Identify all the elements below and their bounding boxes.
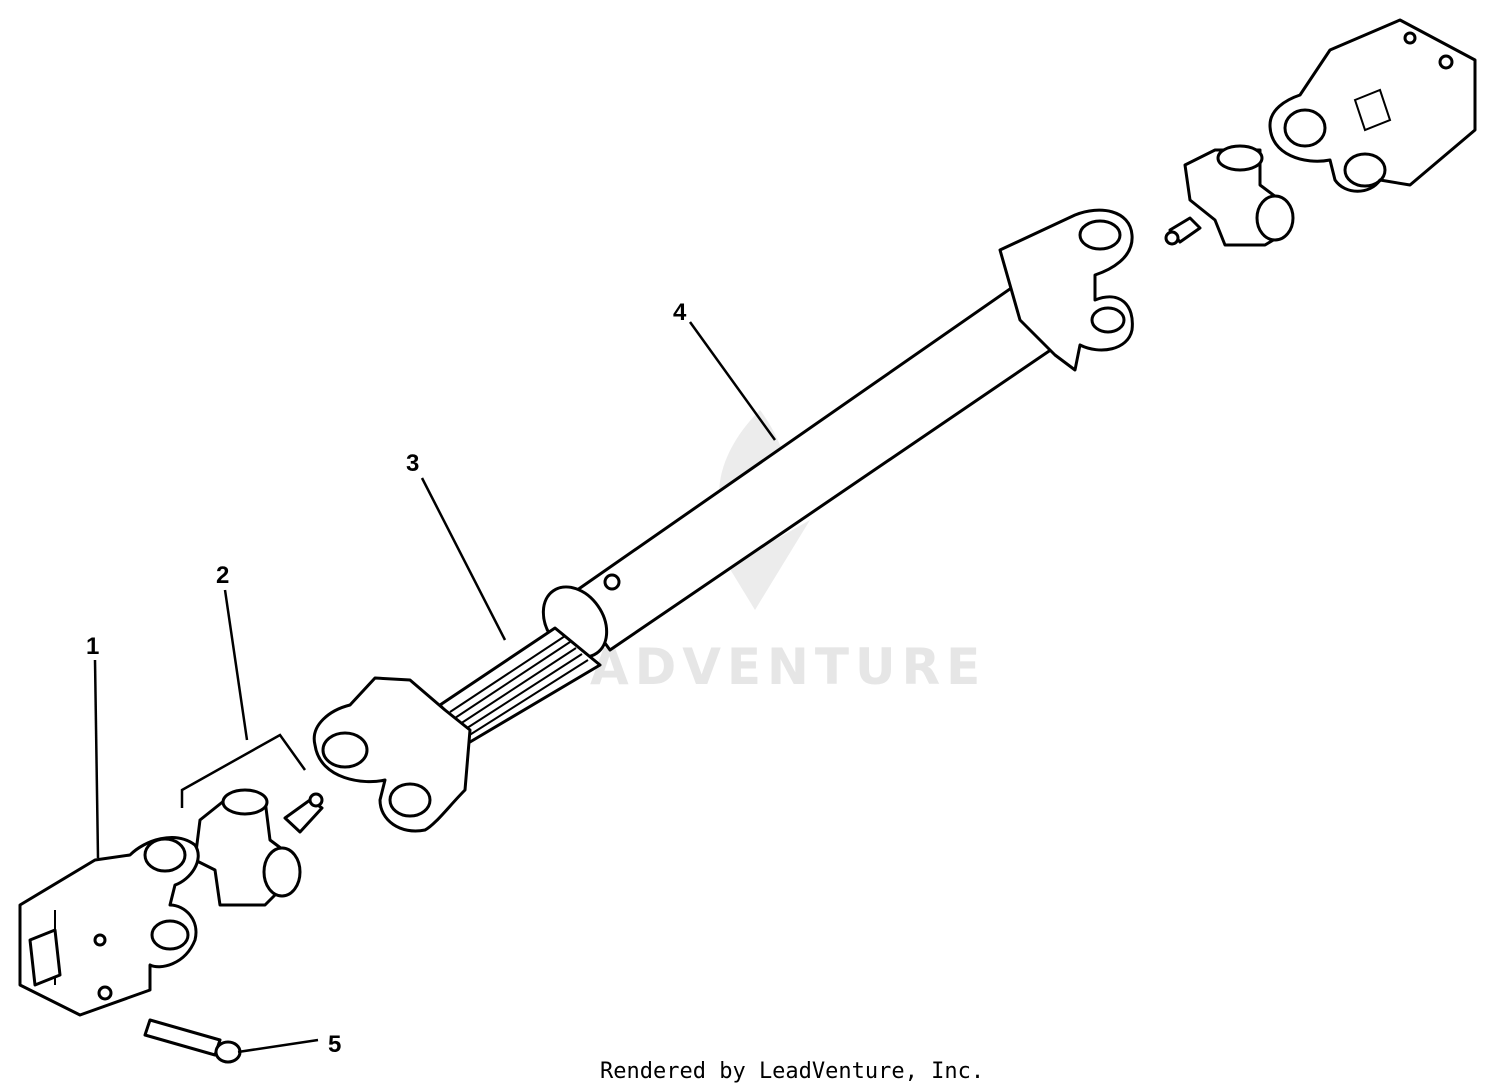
render-credit: Rendered by LeadVenture, Inc. — [600, 1059, 984, 1084]
callout-2: 2 — [216, 562, 229, 589]
right-yoke — [1268, 18, 1477, 193]
bolt — [143, 1018, 242, 1064]
splined-shaft — [312, 626, 602, 833]
kit-bracket — [180, 733, 307, 808]
callout-4: 4 — [673, 299, 687, 326]
leader-lines — [93, 321, 777, 1054]
left-cross-bearing — [193, 788, 324, 907]
watermark-text: ADVENTURE — [590, 638, 986, 696]
drive-tube — [541, 208, 1134, 659]
left-yoke — [18, 836, 200, 1017]
callout-5: 5 — [328, 1031, 341, 1058]
callout-3: 3 — [406, 450, 419, 477]
right-cross-bearing — [1164, 144, 1295, 247]
callout-1: 1 — [86, 633, 99, 660]
